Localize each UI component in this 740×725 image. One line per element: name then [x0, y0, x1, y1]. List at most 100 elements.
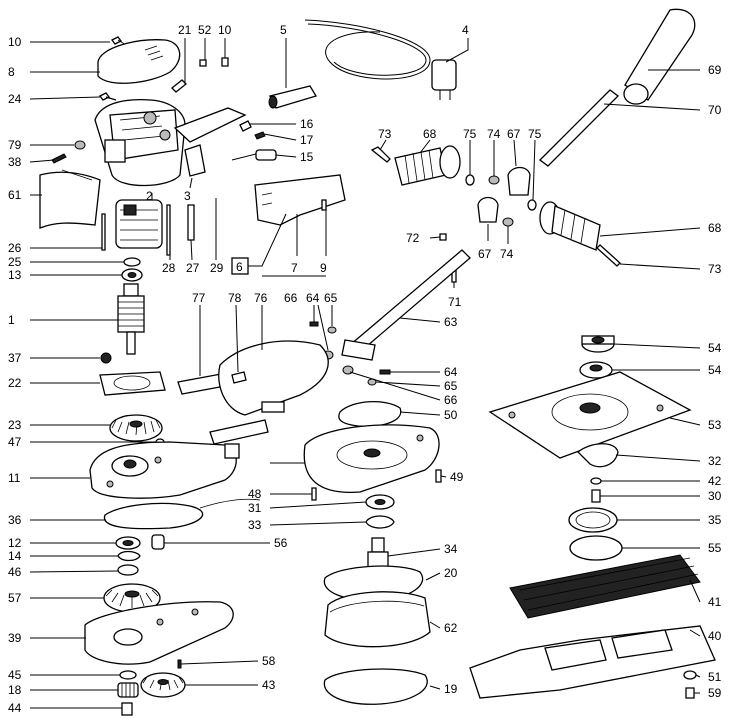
circlip-35 — [365, 515, 395, 529]
part-label-75: 75 — [528, 127, 542, 141]
screw-64-top — [309, 321, 319, 327]
part-label-69: 69 — [708, 63, 722, 77]
screw-38 — [51, 153, 67, 164]
part-label-48: 48 — [248, 487, 262, 501]
frame-32 — [303, 424, 440, 494]
part-label-3: 3 — [184, 189, 191, 203]
part-label-76: 76 — [254, 291, 268, 305]
tube-69 — [623, 8, 696, 105]
part-label-11: 11 — [8, 471, 21, 485]
part-label-53: 53 — [708, 418, 722, 432]
washer-49 — [590, 477, 602, 485]
housing-cover-76 — [218, 340, 329, 416]
pinion-18 — [117, 682, 139, 698]
counterweight-30 — [577, 443, 619, 468]
part-label-68: 68 — [708, 221, 722, 235]
plate-53 — [488, 371, 692, 459]
part-label-54: 54 — [708, 341, 722, 355]
armature-1 — [117, 283, 145, 355]
strip-77-lower — [209, 419, 269, 445]
part-label-59: 59 — [708, 686, 722, 700]
dust-flap-61 — [39, 171, 101, 229]
part-label-56: 56 — [274, 536, 288, 550]
part-label-72: 72 — [406, 231, 420, 245]
part-label-21: 21 — [178, 23, 192, 37]
part-label-2: 2 — [146, 189, 153, 203]
part-label-37: 37 — [8, 351, 22, 365]
ring-51 — [323, 668, 428, 705]
part-label-50: 50 — [444, 408, 458, 422]
part-label-33: 33 — [248, 518, 262, 532]
screw-43 — [177, 659, 182, 669]
nut-79 — [74, 140, 86, 150]
part-label-45: 45 — [8, 668, 22, 682]
screw-17 — [254, 131, 266, 140]
part-label-57: 57 — [8, 591, 22, 605]
part-15 — [231, 149, 277, 161]
part-label-12: 12 — [8, 536, 22, 550]
part-label-61: 61 — [8, 188, 22, 202]
part-label-28: 28 — [162, 261, 176, 275]
part-label-73: 73 — [378, 127, 392, 141]
washer-46 — [117, 564, 139, 576]
support-arm-63 — [341, 249, 471, 361]
part-label-34: 34 — [444, 542, 458, 556]
part-label-15: 15 — [300, 150, 314, 164]
skirt-40 — [324, 591, 431, 648]
part-label-36: 36 — [8, 513, 22, 527]
part-label-64: 64 — [306, 291, 320, 305]
motor-housing — [94, 99, 186, 187]
part-label-40: 40 — [708, 629, 722, 643]
part-label-65: 65 — [444, 379, 458, 393]
part-label-67: 67 — [478, 247, 492, 261]
part-label-73: 73 — [708, 262, 722, 276]
fan-23 — [109, 414, 163, 442]
part-label-32: 32 — [708, 454, 722, 468]
part-16 — [239, 120, 252, 132]
part-label-6: 6 — [236, 260, 243, 274]
rod-26 — [101, 213, 106, 251]
part-label-41: 41 — [708, 595, 722, 609]
part-drawings — [39, 8, 716, 716]
part-label-64: 64 — [444, 365, 458, 379]
washer-45 — [119, 670, 137, 680]
screw-42 — [435, 469, 442, 483]
screw-24 — [99, 92, 117, 101]
gear-housing-11 — [89, 441, 240, 499]
part-label-14: 14 — [8, 549, 22, 563]
part-label-19: 19 — [444, 682, 458, 696]
handle-grip-68-left — [394, 145, 461, 186]
fan-guide-22 — [99, 371, 166, 396]
part-label-35: 35 — [708, 513, 722, 527]
part-label-30: 30 — [708, 489, 722, 503]
shaft-70 — [539, 89, 619, 167]
handle-bracket-7 — [254, 174, 346, 226]
part-label-25: 25 — [8, 255, 22, 269]
part-label-62: 62 — [444, 621, 458, 635]
gasket-36 — [103, 502, 204, 530]
part-number-labels: 1082479386126251313722234711361214465739… — [8, 23, 722, 715]
part-label-47: 47 — [8, 435, 22, 449]
part-label-16: 16 — [300, 117, 314, 131]
clamp-67-bottom — [477, 196, 499, 223]
part-27 — [187, 204, 195, 241]
bevel-gear-57 — [103, 583, 161, 613]
cable-sleeve-5 — [268, 85, 317, 109]
part-label-55: 55 — [708, 541, 722, 555]
rod-28 — [166, 204, 171, 256]
switch-housing — [173, 107, 247, 177]
part-label-51: 51 — [708, 670, 722, 684]
top-cover-8 — [97, 39, 181, 84]
screw-73-left — [370, 146, 391, 163]
part-label-39: 39 — [8, 631, 22, 645]
nut-74-top — [488, 175, 500, 185]
part-label-46: 46 — [8, 565, 22, 579]
part-label-65: 65 — [324, 291, 338, 305]
part-label-54: 54 — [708, 363, 722, 377]
part-label-74: 74 — [500, 247, 514, 261]
part-label-23: 23 — [8, 418, 22, 432]
screw-10-right — [221, 57, 229, 67]
part-label-74: 74 — [487, 127, 501, 141]
part-label-52: 52 — [198, 23, 212, 37]
